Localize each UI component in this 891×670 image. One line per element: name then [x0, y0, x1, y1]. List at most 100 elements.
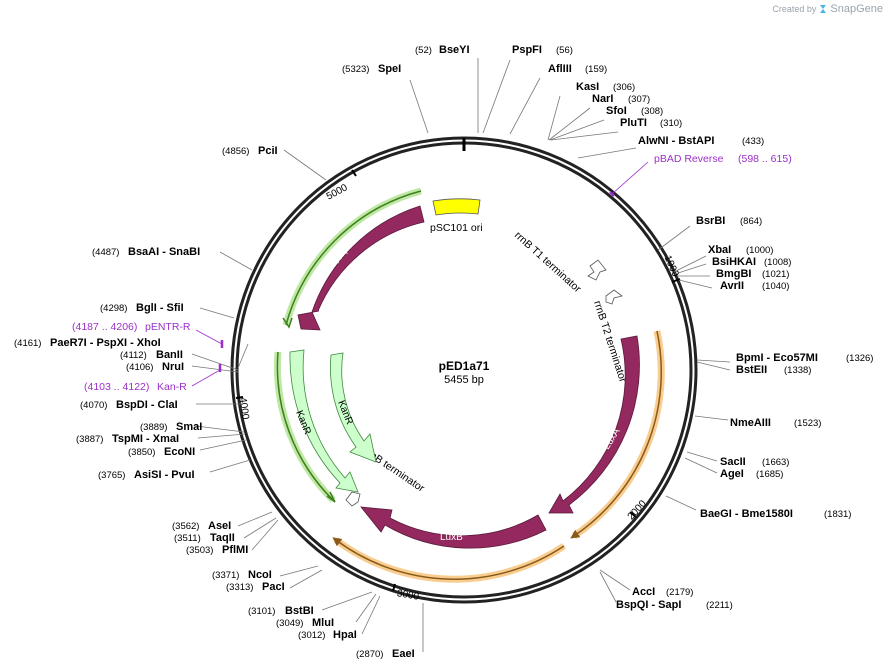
site-name: AvrII: [720, 280, 744, 292]
site-name: BsaAI - SnaBI: [128, 246, 200, 258]
site-name: AgeI: [720, 468, 744, 480]
site-pos: (56): [556, 45, 573, 56]
site-name: NarI: [592, 93, 613, 105]
site-name: TaqII: [210, 532, 235, 544]
site-name: BspQI - SapI: [616, 599, 681, 611]
site-pos: (52): [415, 45, 432, 56]
site-SfoI: SfoI (308): [606, 105, 663, 117]
site-pos: (3371): [212, 570, 239, 581]
site-name: PluTI: [620, 117, 647, 129]
primer-label-pENTR-R: pENTR-R: [145, 321, 191, 333]
site-PflMI: (3503) PflMI: [186, 544, 248, 556]
primer-pENTR-R: (4187 .. 4206) pENTR-R: [72, 321, 224, 348]
site-name: BpmI - Eco57MI: [736, 352, 818, 364]
site-pos: (4112): [120, 350, 147, 361]
site-PluTI: PluTI (310): [620, 117, 682, 129]
site-pos: (433): [742, 136, 764, 147]
site-name: BstBI: [285, 605, 314, 617]
site-EaeI: (2870) EaeI: [356, 648, 415, 660]
site-pos: (3511): [174, 533, 201, 544]
site-name: BspDI - ClaI: [116, 399, 178, 411]
site-pos: (1338): [784, 365, 811, 376]
site-pos: (2179): [666, 587, 693, 598]
site-NcoI: (3371) NcoI: [212, 569, 272, 581]
site-TaqII: (3511) TaqII: [174, 532, 235, 544]
site-pos: (1663): [762, 457, 789, 468]
primer-Kan-R: (4103 .. 4122) Kan-R: [84, 364, 222, 393]
site-name: BanII: [156, 349, 183, 361]
feature-LuxB: LuxB: [360, 506, 547, 549]
site-AgeI: AgeI (1685): [720, 468, 783, 480]
site-name: AlwNI - BstAPI: [638, 135, 714, 147]
site-name: NcoI: [248, 569, 272, 581]
feature-KanR-inner: KanR: [330, 352, 377, 463]
tick-label-5000: 5000: [325, 182, 350, 202]
site-name: SmaI: [176, 421, 202, 433]
primer-range-Kan-R: (4103 .. 4122): [84, 381, 149, 393]
site-name: EaeI: [392, 648, 415, 660]
site-name: AflIII: [548, 63, 572, 75]
site-name: BmgBI: [716, 268, 751, 280]
site-BglI-SfiI: (4298) BglI - SfiI: [100, 302, 184, 314]
site-pos: (1685): [756, 469, 783, 480]
site-BspDI-ClaI: (4070) BspDI - ClaI: [80, 399, 178, 411]
site-BstEII: BstEII (1338): [736, 364, 811, 376]
site-XbaI: XbaI (1000): [708, 244, 773, 256]
site-name: EcoNI: [164, 446, 195, 458]
site-BsaAI-SnaBI: (4487) BsaAI - SnaBI: [92, 246, 200, 258]
site-pos: (1000): [746, 245, 773, 256]
site-pos: (2870): [356, 649, 383, 660]
site-name: BsrBI: [696, 215, 725, 227]
site-pos: (864): [740, 216, 762, 227]
site-labels: (52) BseYI PspFI (56) AflIII (159) (5323…: [14, 44, 873, 660]
site-pos: (4070): [80, 400, 107, 411]
site-BsiHKAI: BsiHKAI (1008): [712, 256, 791, 268]
orf-arc-rep: [282, 187, 422, 329]
site-name: BstEII: [736, 364, 767, 376]
site-BseYI: (52) BseYI: [415, 44, 470, 56]
site-KasI: KasI (306): [576, 81, 635, 93]
site-pos: (3012): [298, 630, 325, 641]
site-name: PaeR7I - PspXI - XhoI: [50, 337, 161, 349]
tick-3000: 3000: [392, 583, 420, 603]
site-pos: (306): [613, 82, 635, 93]
site-name: NmeAIII: [730, 417, 771, 429]
site-AsiSI-PvuI: (3765) AsiSI - PvuI: [98, 469, 195, 481]
site-name: AseI: [208, 520, 231, 532]
site-BsrBI: BsrBI (864): [696, 215, 762, 227]
site-NarI: NarI (307): [592, 93, 650, 105]
site-name: PciI: [258, 145, 278, 157]
site-PciI: (4856) PciI: [222, 145, 278, 157]
site-BanII: (4112) BanII: [120, 349, 183, 361]
site-pos: (310): [660, 118, 682, 129]
site-PacI: (3313) PacI: [226, 581, 285, 593]
site-name: KasI: [576, 81, 599, 93]
site-pos: (3765): [98, 470, 125, 481]
site-name: SpeI: [378, 63, 401, 75]
site-pos: (1326): [846, 353, 873, 364]
tick-label-3000: 3000: [396, 588, 420, 603]
site-BmgBI: BmgBI (1021): [716, 268, 789, 280]
site-pos: (1831): [824, 509, 851, 520]
feature-rrnB-T2: rrnB T2 terminator: [591, 289, 629, 384]
orf-arc-bottom: [332, 537, 566, 583]
site-BstBI: (3101) BstBI: [248, 605, 314, 617]
site-AlwNI-BstAPI: AlwNI - BstAPI (433): [638, 135, 764, 147]
site-pos: (3313): [226, 582, 253, 593]
site-pos: (1021): [762, 269, 789, 280]
primer-range-pBAD-Reverse: (598 .. 615): [738, 153, 792, 165]
site-name: SfoI: [606, 105, 627, 117]
primer-label-Kan-R: Kan-R: [157, 381, 187, 393]
site-pos: (3562): [172, 521, 199, 532]
site-NmeAIII: NmeAIII (1523): [730, 417, 821, 429]
site-pos: (4298): [100, 303, 127, 314]
tick-label-4000: 4000: [237, 397, 251, 421]
snapgene-credit: Created by SnapGene: [772, 3, 883, 15]
feature-rrnB-T1: rrnB T1 terminator: [512, 229, 607, 295]
site-pos: (2211): [706, 600, 733, 611]
plasmid-name: pED1a71: [439, 359, 490, 373]
feature-pSC101-ori: pSC101 ori: [430, 198, 483, 234]
site-pos: (5323): [342, 64, 369, 75]
site-HpaI: (3012) HpaI: [298, 629, 357, 641]
